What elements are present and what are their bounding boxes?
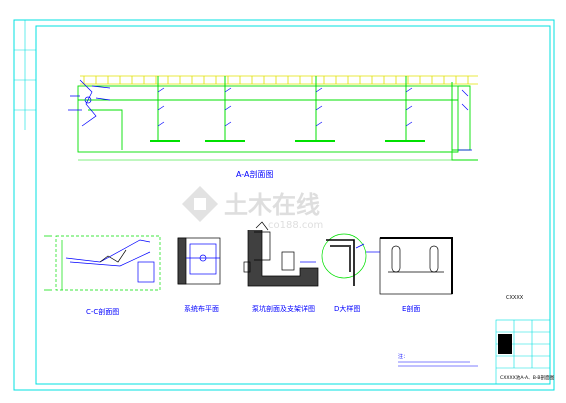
notes: 注： — [398, 353, 478, 367]
detail-cc-label: C-C剖面图 — [86, 307, 119, 316]
detail-d-label: D大样图 — [334, 304, 360, 313]
notes-title: 注： — [398, 353, 408, 360]
inner-border — [35, 25, 551, 385]
handrail — [80, 75, 478, 85]
project-name: CXXXX — [506, 295, 524, 301]
detail-d — [321, 233, 367, 286]
watermark-url: co188.com — [268, 220, 323, 231]
detail-e — [366, 237, 453, 295]
watermark-text: 土木在线 — [224, 191, 320, 219]
main-section-title: A-A剖面图 — [236, 169, 273, 179]
detail-e-label: E剖面 — [402, 304, 420, 313]
binding-strip — [14, 20, 36, 130]
inlet-equipment — [68, 79, 111, 127]
watermark: 土木在线 co188.com — [182, 186, 323, 231]
watermark-logo-icon — [182, 186, 218, 222]
detail-2 — [177, 237, 221, 285]
drop-pipes — [157, 76, 453, 150]
outlet-equipment — [458, 89, 472, 151]
title-block — [495, 319, 551, 385]
tank-walls — [77, 85, 478, 161]
main-section — [68, 75, 478, 161]
pipe-tags — [157, 87, 413, 127]
detail-2-label: 系统布平面 — [184, 304, 219, 313]
outer-border — [13, 19, 555, 391]
detail-3-label: 泵坑剖面及支架详图 — [252, 304, 315, 313]
detail-3 — [243, 221, 319, 287]
drawing-name: CXXXX池A-A、B-B剖面图 — [500, 374, 555, 381]
aerators — [150, 140, 425, 142]
detail-cc — [44, 235, 161, 291]
